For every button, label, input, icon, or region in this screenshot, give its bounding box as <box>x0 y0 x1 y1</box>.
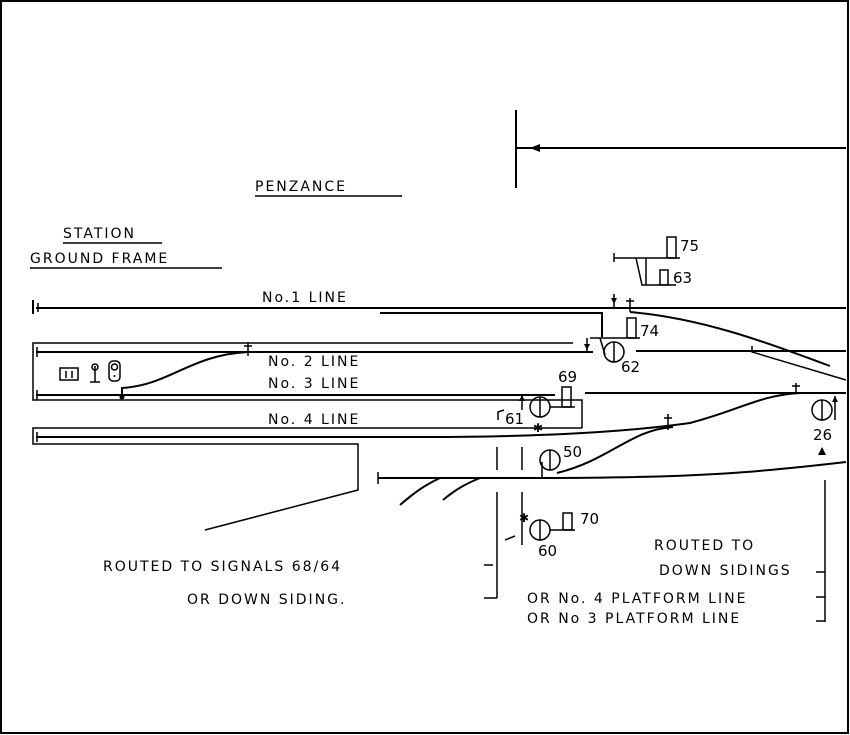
label-no1-line: No.1 LINE <box>262 290 348 306</box>
track-no2-no3 <box>32 338 847 428</box>
signal-70-60: ✱ <box>496 492 575 598</box>
frame-label-station: STATION <box>63 226 136 242</box>
direction-arrow <box>515 110 846 188</box>
note-left-1: ROUTED TO SIGNALS 68/64 <box>103 559 342 575</box>
shunt-star-icon: ✱ <box>533 421 543 435</box>
signal-label-63: 63 <box>673 269 692 287</box>
signal-75-63 <box>613 236 680 286</box>
signal-label-75: 75 <box>680 237 699 255</box>
signal-26 <box>811 396 838 455</box>
track-no1 <box>32 294 846 367</box>
signal-label-74: 74 <box>640 322 659 340</box>
signal-50 <box>539 449 561 471</box>
bracket <box>484 564 497 599</box>
signal-label-50: 50 <box>563 443 582 461</box>
signal-label-26: 26 <box>813 426 832 444</box>
note-right-2: DOWN SIDINGS <box>659 563 792 579</box>
signal-label-69: 69 <box>558 368 577 386</box>
signal-label-61: 61 <box>505 410 524 428</box>
signal-69-61: ✱ <box>497 386 575 435</box>
signal-label-70: 70 <box>580 510 599 528</box>
note-right-4: OR No 3 PLATFORM LINE <box>527 611 741 627</box>
label-no3-line: No. 3 LINE <box>268 376 360 392</box>
signal-label-60: 60 <box>538 542 557 560</box>
ground-frame-icons <box>59 360 121 383</box>
note-left-2: OR DOWN SIDING. <box>187 592 346 608</box>
note-right-3: OR No. 4 PLATFORM LINE <box>527 591 747 607</box>
signal-label-62: 62 <box>621 358 640 376</box>
note-right-1: ROUTED TO <box>654 538 755 554</box>
label-no4-line: No. 4 LINE <box>268 412 360 428</box>
bracket <box>816 480 826 622</box>
lever-frame-icon <box>59 367 79 381</box>
ground-signal-icon <box>90 363 100 383</box>
shunt-star-icon: ✱ <box>519 511 529 525</box>
station-title: PENZANCE <box>255 179 347 195</box>
track-no4 <box>32 392 847 531</box>
frame-label-ground-frame: GROUND FRAME <box>30 251 169 267</box>
key-instrument-icon <box>108 360 121 382</box>
label-no2-line: No. 2 LINE <box>268 354 360 370</box>
signal-74-62 <box>590 317 640 363</box>
